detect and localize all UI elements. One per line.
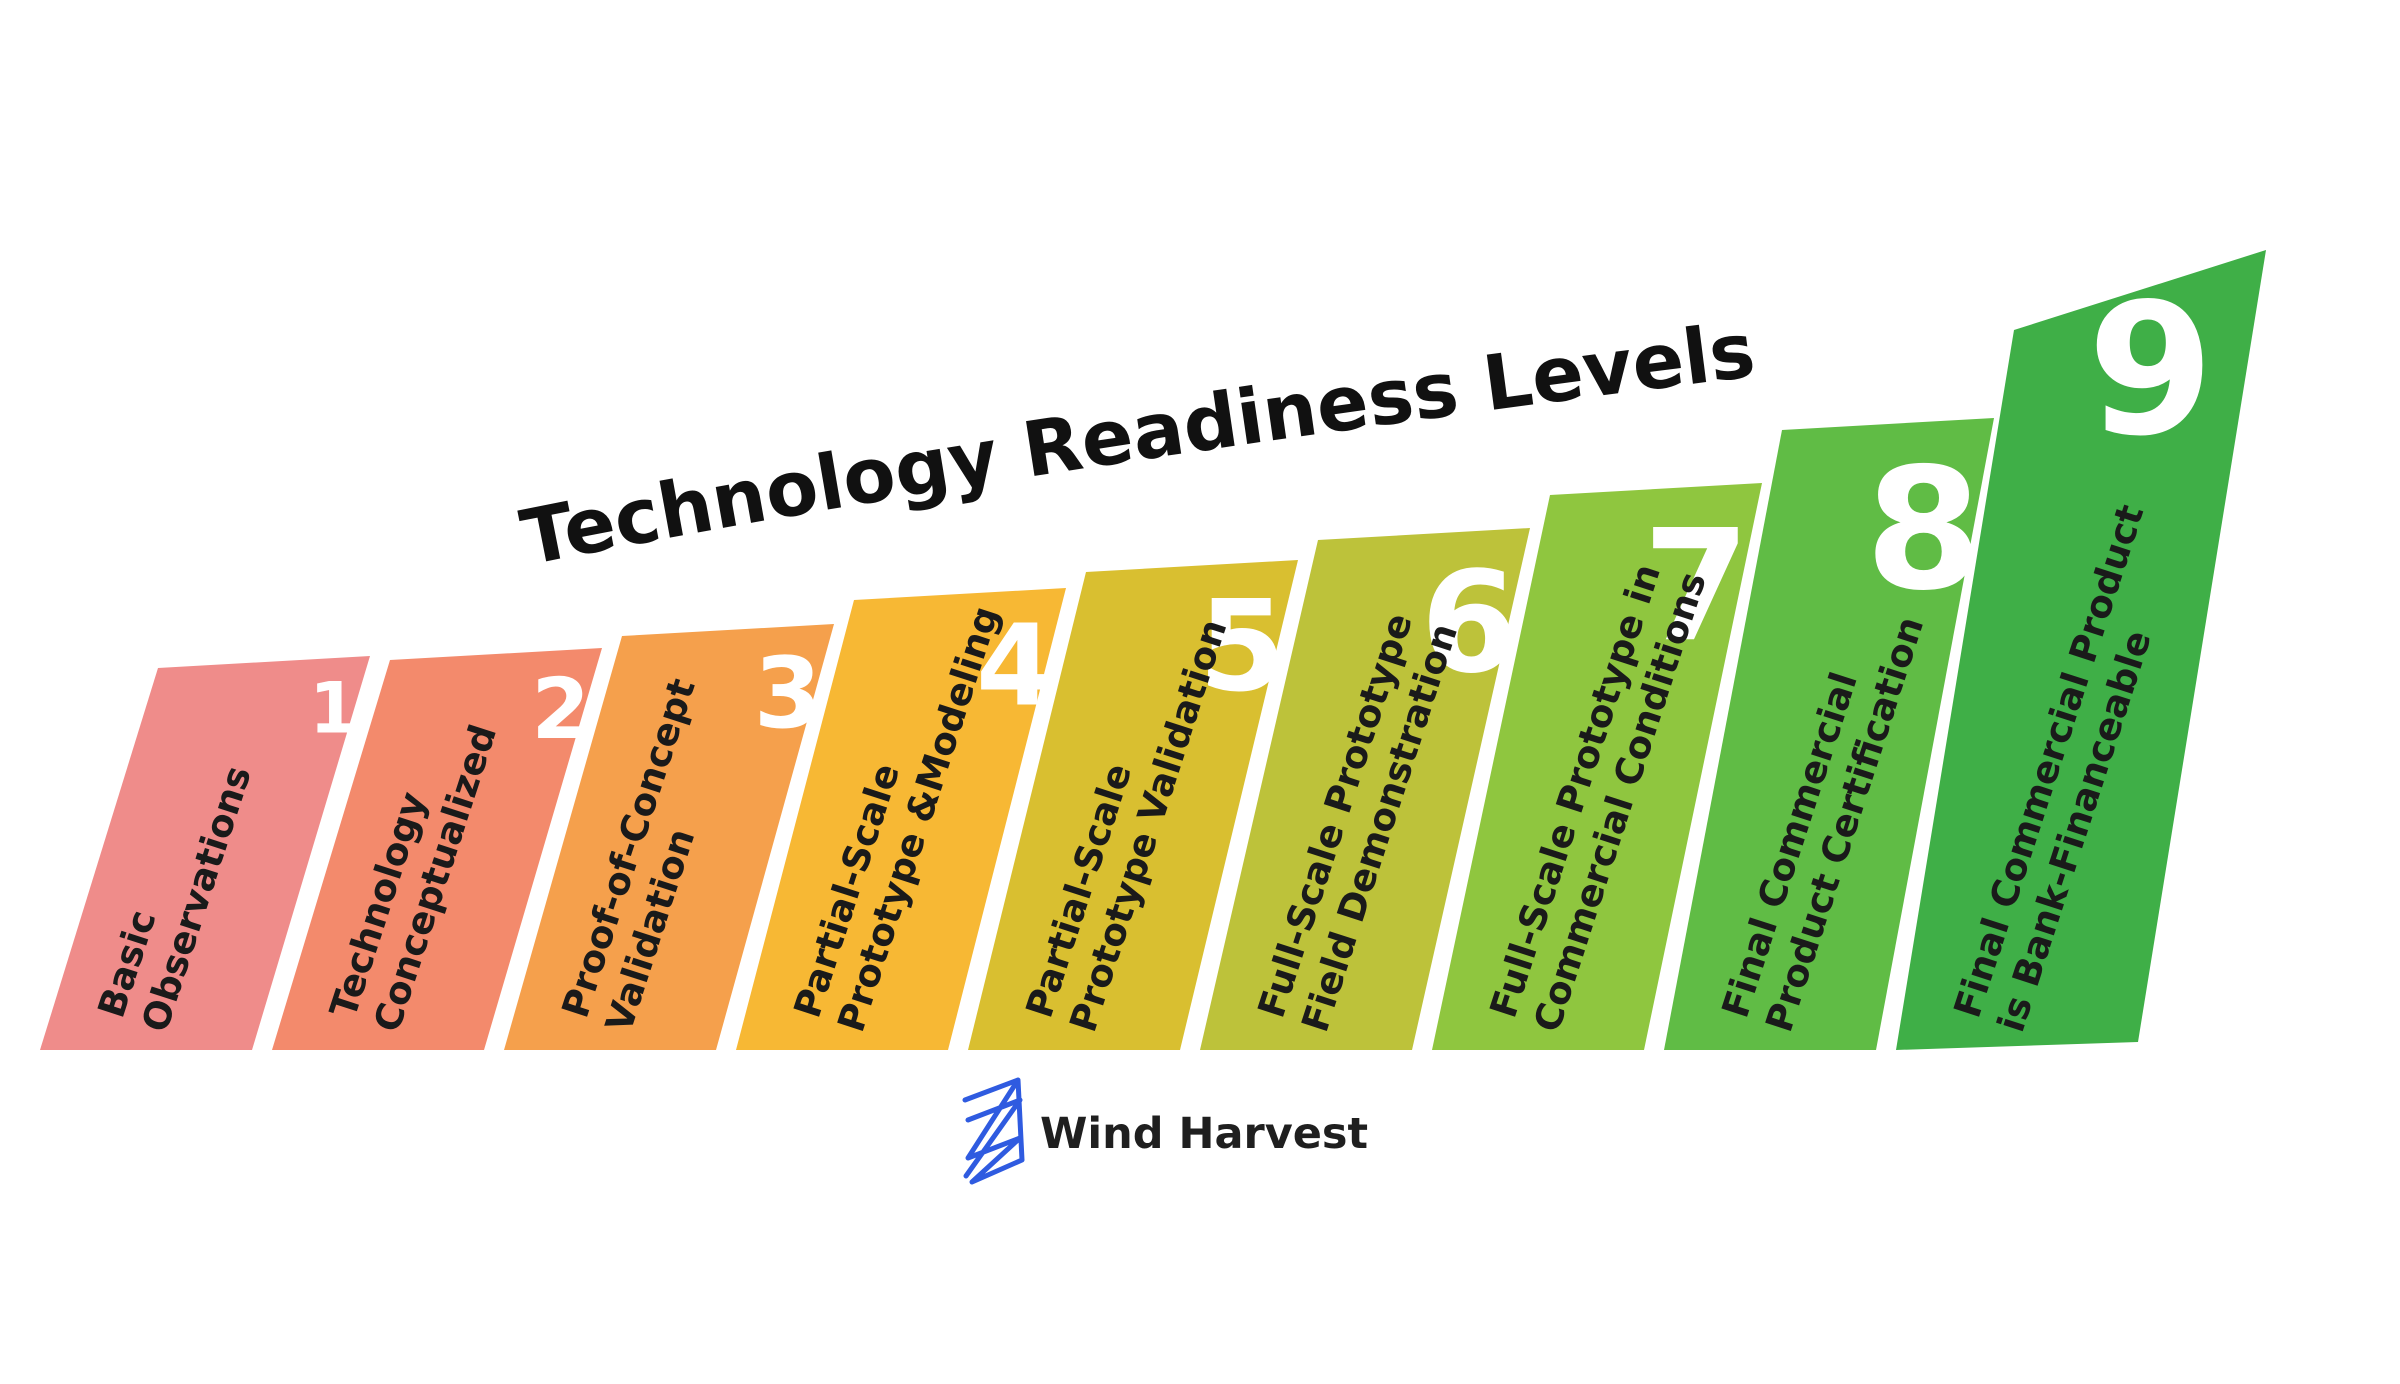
level-bar-shape <box>504 624 834 1050</box>
level-bar-shape <box>1664 418 1994 1050</box>
level-number: 2 <box>532 660 590 758</box>
brand-name: Wind Harvest <box>1040 1109 1368 1159</box>
level-number: 4 <box>976 601 1054 731</box>
level-bar-shape <box>968 560 1298 1050</box>
level-number: 9 <box>2087 264 2214 476</box>
wind-harvest-logo-icon-strokes <box>962 1077 1025 1185</box>
level-bar-shape <box>40 656 370 1050</box>
level-bar-shape <box>1200 528 1530 1050</box>
level-number: 6 <box>1421 542 1518 705</box>
brand: Wind Harvest <box>962 1077 1368 1185</box>
level-number: 1 <box>309 668 358 750</box>
level-bar-shape <box>272 648 602 1050</box>
level-number: 5 <box>1198 573 1286 720</box>
wind-harvest-logo-icon <box>962 1077 1025 1185</box>
level-number: 7 <box>1643 497 1750 676</box>
level-bar-shape <box>736 588 1066 1050</box>
level-number: 8 <box>1865 432 1982 628</box>
level-bars: 1BasicObservations2TechnologyConceptuali… <box>40 250 2266 1050</box>
level-number: 3 <box>754 637 822 751</box>
level-bar-shape <box>1432 483 1762 1050</box>
level-bar-shape <box>1896 250 2266 1050</box>
